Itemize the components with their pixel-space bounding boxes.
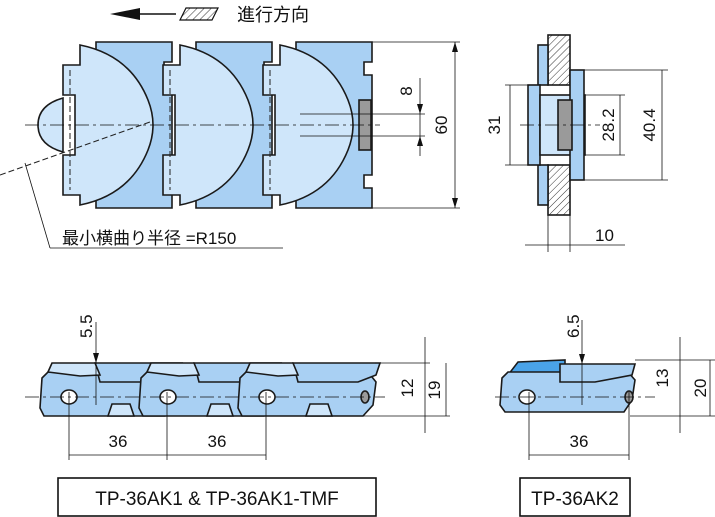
ak2-dim-pitch: 36 xyxy=(570,432,589,451)
ak2-dim-top: 6.5 xyxy=(564,314,583,338)
direction-arrow-icon xyxy=(110,7,219,21)
ak1-dim-h1: 12 xyxy=(398,379,417,398)
dim-width: 60 xyxy=(432,116,451,135)
dim-c: 40.4 xyxy=(640,108,659,141)
ak1-dim-pitch1: 36 xyxy=(109,432,128,451)
dim-b: 28.2 xyxy=(599,108,618,141)
top-view: 60 8 最小横曲り半径 =R150 xyxy=(0,41,460,249)
dim-a: 31 xyxy=(485,116,504,135)
ak1-dim-h2: 19 xyxy=(425,381,444,400)
direction-label: 進行方向 xyxy=(237,5,309,25)
side-link xyxy=(237,362,382,417)
side-view: 31 28.2 40.4 10 xyxy=(485,34,668,252)
ak1-view: 5.5 12 19 36 36 TP-36AK1 & TP-36AK1-TMF xyxy=(25,314,450,517)
ak2-label: TP-36AK2 xyxy=(531,489,619,510)
min-radius-label: 最小横曲り半径 =R150 xyxy=(62,229,236,248)
ak2-dim-h2: 20 xyxy=(691,379,710,398)
ak1-label: TP-36AK1 & TP-36AK1-TMF xyxy=(95,489,339,510)
dim-d: 10 xyxy=(595,226,614,245)
ak2-dim-h1: 13 xyxy=(653,369,672,388)
ak1-dim-top: 5.5 xyxy=(77,314,96,338)
ak2-view: 6.5 13 20 36 TP-36AK2 xyxy=(495,314,715,517)
dim-gap: 8 xyxy=(397,86,416,95)
ak1-dim-pitch2: 36 xyxy=(208,432,227,451)
